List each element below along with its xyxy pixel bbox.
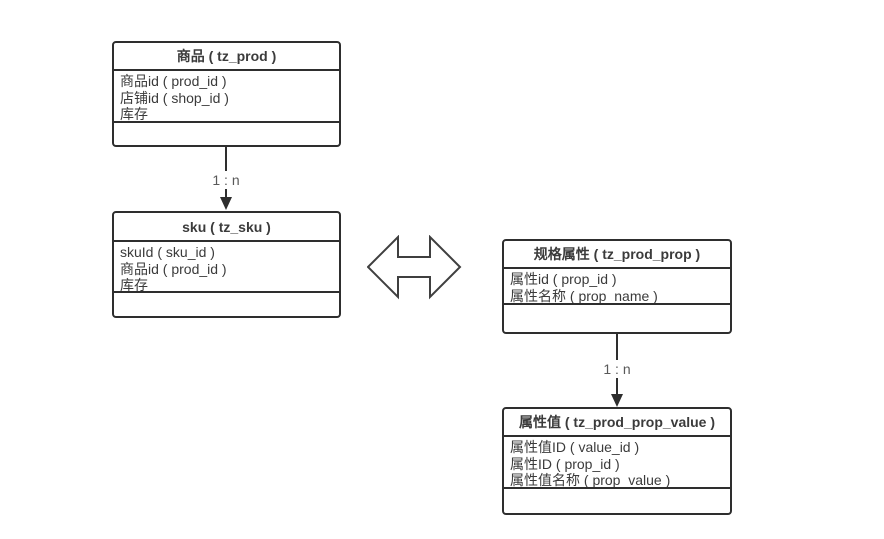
- entity-table-prod: 商品 ( tz_prod ) 商品id ( prod_id ) 店铺id ( s…: [112, 41, 341, 147]
- entity-title-prod-prop: 规格属性 ( tz_prod_prop ): [504, 241, 730, 269]
- entity-title-prop-value: 属性值 ( tz_prod_prop_value ): [504, 409, 730, 437]
- entity-table-prop-value: 属性值 ( tz_prod_prop_value ) 属性值ID ( value…: [502, 407, 732, 515]
- entity-footer: [114, 293, 339, 316]
- entity-field: 属性ID ( prop_id ): [510, 455, 620, 472]
- entity-field: 商品id ( prod_id ): [120, 260, 227, 277]
- entity-fields-prod-prop: 属性id ( prop_id ) 属性名称 ( prop_name ): [504, 269, 730, 305]
- entity-fields-prod: 商品id ( prod_id ) 店铺id ( shop_id ) 库存: [114, 71, 339, 123]
- entity-fields-prop-value: 属性值ID ( value_id ) 属性ID ( prop_id ) 属性值名…: [504, 437, 730, 489]
- relation-label-2: 1 : n: [594, 360, 640, 378]
- entity-title-prod: 商品 ( tz_prod ): [114, 43, 339, 71]
- entity-footer: [114, 123, 339, 145]
- entity-title-sku: sku ( tz_sku ): [114, 213, 339, 242]
- entity-field: skuId ( sku_id ): [120, 244, 215, 260]
- entity-field: 属性值ID ( value_id ): [510, 439, 640, 455]
- entity-field: 属性名称 ( prop_name ): [510, 287, 658, 304]
- entity-field: 店铺id ( shop_id ): [120, 89, 229, 106]
- entity-field: 库存: [120, 277, 148, 293]
- entity-field: 属性id ( prop_id ): [510, 271, 617, 287]
- entity-field: 属性值名称 ( prop_value ): [510, 472, 671, 488]
- entity-table-prod-prop: 规格属性 ( tz_prod_prop ) 属性id ( prop_id ) 属…: [502, 239, 732, 334]
- entity-field: 库存: [120, 106, 148, 122]
- entity-footer: [504, 489, 730, 513]
- relation-label-1: 1 : n: [203, 171, 249, 189]
- entity-field: 商品id ( prod_id ): [120, 73, 227, 89]
- double-headed-arrow-icon: [367, 235, 462, 300]
- entity-fields-sku: skuId ( sku_id ) 商品id ( prod_id ) 库存: [114, 242, 339, 293]
- entity-table-sku: sku ( tz_sku ) skuId ( sku_id ) 商品id ( p…: [112, 211, 341, 318]
- entity-footer: [504, 305, 730, 332]
